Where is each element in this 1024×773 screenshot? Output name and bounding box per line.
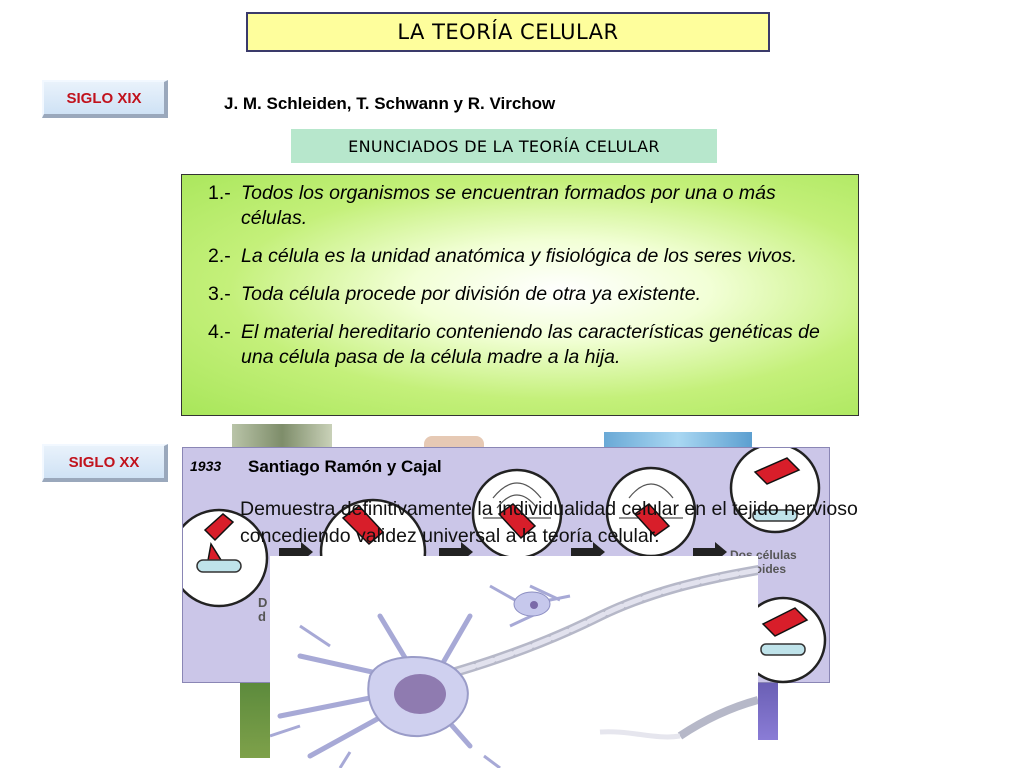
page-title: LA TEORÍA CELULAR: [246, 12, 770, 52]
statement-3: 3.- Toda célula procede por división de …: [208, 282, 838, 307]
statement-4: 4.- El material hereditario conteniendo …: [208, 320, 838, 370]
statement-1: 1.- Todos los organismos se encuentran f…: [208, 181, 838, 231]
enunciados-heading: ENUNCIADOS DE LA TEORÍA CELULAR: [291, 129, 717, 163]
statement-text: Toda célula procede por división de otra…: [241, 283, 701, 305]
statement-text: La célula es la unidad anatómica y fisio…: [241, 245, 798, 267]
siglo-xix-button[interactable]: SIGLO XIX: [42, 80, 168, 118]
siglo-xx-label: SIGLO XX: [68, 453, 140, 471]
statement-2: 2.- La célula es la unidad anatómica y f…: [208, 244, 838, 269]
statement-number: 3.-: [208, 283, 231, 305]
siglo-xix-label: SIGLO XIX: [66, 89, 142, 107]
micrograph-tile-3: [604, 432, 752, 450]
diagram-fragment-d1: D: [258, 595, 268, 610]
micrograph-tile-2: [424, 436, 484, 450]
neuron-graphic: [269, 565, 763, 770]
year-label: 1933: [190, 458, 222, 474]
enunciados-heading-text: ENUNCIADOS DE LA TEORÍA CELULAR: [348, 136, 660, 156]
statement-text: Todos los organismos se encuentran forma…: [241, 182, 776, 229]
micrograph-tile-5: [756, 682, 778, 740]
statements-box: 1.- Todos los organismos se encuentran f…: [181, 174, 859, 416]
micrograph-tile-1: [232, 424, 332, 450]
statement-text: El material hereditario conteniendo las …: [241, 321, 820, 368]
statement-number: 4.-: [208, 321, 231, 343]
authors-line: J. M. Schleiden, T. Schwann y R. Virchow: [224, 94, 556, 113]
page-title-text: LA TEORÍA CELULAR: [397, 20, 619, 44]
siglo-xx-button[interactable]: SIGLO XX: [42, 444, 168, 482]
scientist-name: Santiago Ramón y Cajal: [248, 457, 442, 476]
ramon-y-cajal-description: Demuestra definitivamente la individuali…: [240, 498, 858, 547]
micrograph-tile-4: [240, 682, 270, 758]
neuron-illustration: [269, 556, 763, 770]
diagram-fragment-d2: d: [258, 609, 266, 624]
statement-number: 2.-: [208, 245, 231, 267]
statement-number: 1.-: [208, 182, 231, 204]
diagram-fragment-left: D d: [258, 596, 267, 624]
